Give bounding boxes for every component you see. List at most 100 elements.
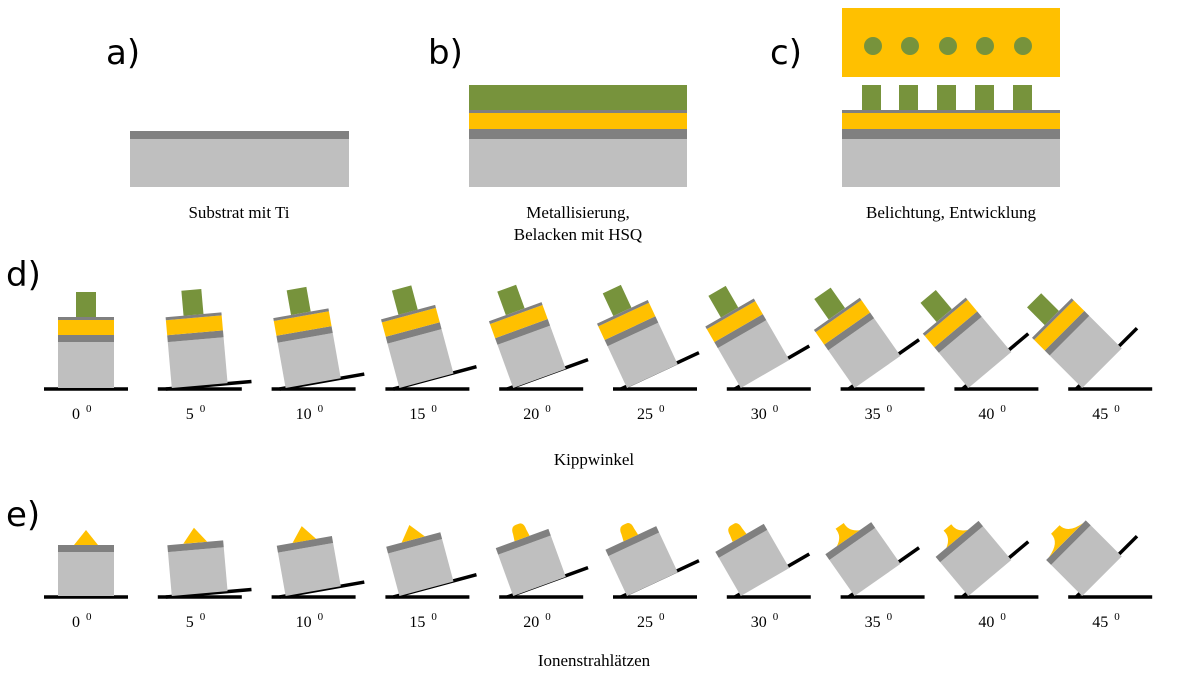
angle-label: 30 — [751, 406, 767, 423]
sample-stack — [276, 526, 341, 596]
panel-a-label: a) — [106, 33, 140, 73]
substrate-block — [167, 547, 228, 596]
panel-e-caption: Ionenstrahlätzen — [538, 651, 651, 670]
degree-symbol: 0 — [545, 403, 551, 415]
titanium-top-layer — [705, 298, 756, 330]
titanium-top-layer — [813, 297, 862, 333]
titanium-layer — [825, 522, 876, 560]
substrate-block — [130, 139, 349, 187]
titanium-layer — [276, 536, 334, 553]
resist-pillar — [1027, 293, 1059, 326]
metal-layer — [489, 304, 548, 339]
angle-label: 40 — [978, 614, 994, 631]
beam-spot — [864, 37, 882, 55]
metal-tip — [401, 525, 425, 543]
sample-stack — [1046, 520, 1122, 596]
substrate-block — [387, 329, 454, 388]
panel-b: b) Metallisierung, Belacken mit HSQ — [428, 33, 687, 244]
sample-stack — [705, 285, 790, 388]
angle-label: 5 — [186, 614, 194, 631]
angle-label: 15 — [409, 406, 425, 423]
angle-label: 45 — [1092, 614, 1108, 631]
tilt-stage-15: 15 0 — [381, 285, 477, 423]
titanium-layer — [385, 322, 442, 344]
resist-pillar — [920, 290, 952, 323]
degree-symbol: 0 — [659, 403, 665, 415]
degree-symbol: 0 — [887, 403, 893, 415]
titanium-layer — [386, 532, 443, 554]
angle-label: 35 — [865, 614, 881, 631]
metal-layer — [1034, 300, 1085, 351]
angle-label: 25 — [637, 614, 653, 631]
resist-pillar — [862, 85, 881, 110]
titanium-layer — [1046, 520, 1091, 565]
metal-tip — [620, 523, 639, 542]
sample-stack — [1027, 293, 1122, 388]
metal-layer — [924, 299, 978, 348]
degree-symbol: 0 — [200, 611, 206, 623]
sample-stack — [386, 525, 454, 596]
metal-tip — [943, 524, 968, 548]
substrate-block — [277, 332, 341, 388]
panel-a-caption: Substrat mit Ti — [188, 203, 289, 222]
substrate-block — [498, 535, 566, 596]
sample-stack — [605, 523, 678, 596]
titanium-layer — [824, 312, 875, 351]
titanium-top-layer — [1031, 298, 1074, 340]
substrate-block — [388, 539, 454, 596]
resist-pillar — [975, 85, 994, 110]
titanium-layer — [495, 528, 551, 555]
metal-layer — [815, 300, 871, 345]
titanium-layer — [714, 314, 767, 349]
metal-layer — [706, 301, 763, 343]
titanium-top-layer — [381, 304, 436, 323]
metal-layer — [598, 302, 656, 340]
sample-stack — [58, 292, 114, 388]
tilt-ramp — [165, 379, 252, 391]
titanium-top-layer — [165, 312, 222, 321]
tilt-ramp — [165, 587, 252, 599]
titanium-layer — [167, 540, 224, 553]
panel-b-caption-line2: Belacken mit HSQ — [514, 225, 642, 244]
sample-stack — [381, 285, 454, 388]
panel-d-caption: Kippwinkel — [554, 450, 635, 469]
resist-pillar — [814, 287, 846, 320]
degree-symbol: 0 — [887, 611, 893, 623]
substrate-block — [718, 529, 790, 596]
substrate-block — [608, 532, 678, 596]
degree-symbol: 0 — [431, 403, 437, 415]
sample-stack — [920, 290, 1012, 388]
panel-b-label: b) — [428, 33, 463, 73]
beam-spot — [1014, 37, 1032, 55]
hsq-resist-layer — [469, 85, 687, 110]
angle-label: 20 — [523, 406, 539, 423]
titanium-top-layer — [273, 308, 329, 322]
metal-layer — [58, 320, 114, 335]
titanium-layer — [1044, 310, 1090, 356]
substrate-block — [1051, 525, 1122, 596]
resist-pillar — [937, 85, 956, 110]
titanium-layer — [495, 319, 551, 345]
sample-stack — [935, 520, 1012, 596]
sample-stack — [495, 523, 566, 596]
metal-layer — [165, 315, 223, 336]
angle-label: 15 — [409, 614, 425, 631]
substrate-block — [842, 139, 1060, 187]
metal-layer — [842, 113, 1060, 129]
angle-label: 10 — [296, 614, 312, 631]
